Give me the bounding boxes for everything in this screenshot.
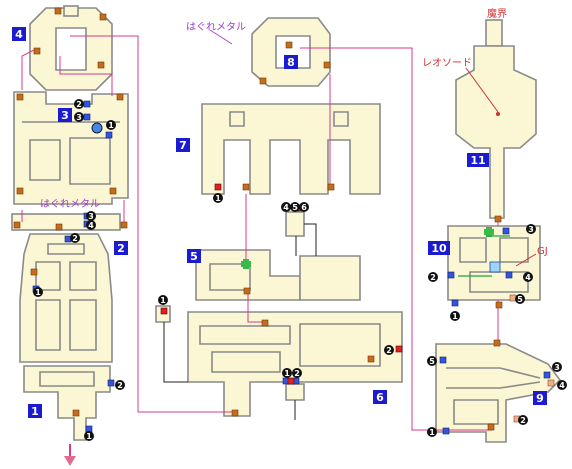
svg-text:1: 1: [429, 428, 435, 437]
marker-7-1: 1: [213, 193, 223, 203]
svg-text:2: 2: [386, 346, 392, 355]
marker-2-2: 2: [70, 233, 80, 243]
marker-6-6: 6: [299, 202, 309, 212]
marker-1-1: 1: [84, 431, 94, 441]
svg-text:5: 5: [190, 250, 198, 263]
svg-text:3: 3: [76, 113, 82, 122]
marker-6-3: 2: [384, 345, 394, 355]
svg-text:1: 1: [86, 432, 92, 441]
svg-text:3: 3: [554, 363, 560, 372]
floor-badge-10: 10: [428, 241, 450, 255]
svg-text:1: 1: [452, 312, 458, 321]
svg-text:4: 4: [15, 28, 23, 41]
marker-9-1: 1: [427, 427, 437, 437]
svg-text:11: 11: [470, 154, 485, 167]
svg-text:3: 3: [528, 225, 534, 234]
marker-6-1: 1: [282, 368, 292, 378]
marker-3-3: 3: [74, 112, 84, 122]
label-leosword: レオソード: [422, 57, 472, 69]
marker-9-5: 5: [427, 356, 437, 366]
floor-badge-2: 2: [114, 241, 128, 255]
marker-6-4: 4: [281, 202, 291, 212]
marker-3-1: 1: [106, 120, 116, 130]
marker-10-1: 1: [450, 311, 460, 321]
label-metal-slime-left: はぐれメタル: [40, 198, 100, 210]
marker-10-4: 4: [523, 272, 533, 282]
stairs-markers[interactable]: [13, 7, 503, 431]
svg-text:4: 4: [88, 221, 94, 230]
svg-text:2: 2: [520, 416, 526, 425]
svg-text:1: 1: [35, 288, 41, 297]
svg-text:1: 1: [284, 369, 290, 378]
label-gj: GJ: [537, 246, 548, 257]
marker-3-2: 2: [74, 99, 84, 109]
svg-text:8: 8: [287, 56, 295, 69]
svg-text:2: 2: [294, 369, 300, 378]
marker-1-2: 2: [115, 380, 125, 390]
marker-9-3: 3: [552, 362, 562, 372]
svg-text:4: 4: [525, 273, 531, 282]
svg-text:5: 5: [517, 295, 523, 304]
marker-5-1: 1: [158, 295, 168, 305]
label-metal-slime-top: はぐれメタル: [186, 21, 246, 33]
svg-text:2: 2: [117, 381, 123, 390]
svg-text:1: 1: [160, 296, 166, 305]
svg-text:1: 1: [31, 405, 39, 418]
marker-6-5: 5: [290, 202, 300, 212]
floor-6-area: [187, 211, 403, 417]
floor-badge-9: 9: [533, 391, 547, 405]
svg-text:5: 5: [292, 203, 298, 212]
svg-text:2: 2: [117, 242, 125, 255]
svg-text:1: 1: [108, 121, 114, 130]
marker-9-2: 2: [518, 415, 528, 425]
floor-badge-6: 6: [373, 390, 387, 404]
floor-11-area: [455, 19, 537, 219]
svg-text:2: 2: [76, 100, 82, 109]
floor-1-area: [23, 365, 111, 441]
svg-text:1: 1: [215, 194, 221, 203]
svg-text:7: 7: [179, 139, 187, 152]
floor-badge-7: 7: [176, 138, 190, 152]
floor-badge-11: 11: [467, 153, 489, 167]
svg-text:4: 4: [559, 381, 565, 390]
marker-10-5: 5: [515, 294, 525, 304]
label-makai: 魔界: [487, 7, 507, 20]
svg-text:6: 6: [301, 203, 307, 212]
floor-badge-8: 8: [284, 55, 298, 69]
marker-6-2: 2: [292, 368, 302, 378]
floor-8-area: [251, 17, 331, 87]
floor-badge-3: 3: [58, 108, 72, 122]
svg-text:2: 2: [430, 273, 436, 282]
marker-10-2: 2: [428, 272, 438, 282]
svg-text:10: 10: [431, 242, 447, 255]
floor-9-area: [435, 343, 562, 443]
svg-text:6: 6: [376, 391, 384, 404]
svg-text:2: 2: [72, 234, 78, 243]
floor-badge-1: 1: [28, 404, 42, 418]
svg-text:4: 4: [283, 203, 289, 212]
floor-10-area: [447, 225, 541, 301]
svg-text:3: 3: [88, 212, 94, 221]
floor-4-area: [29, 5, 113, 91]
svg-text:3: 3: [61, 109, 69, 122]
floor-7-area: [201, 103, 381, 195]
green-cross-icon: [241, 227, 494, 269]
marker-2-4: 4: [86, 220, 96, 230]
floor-badge-4: 4: [12, 27, 26, 41]
marker-9-4: 4: [557, 380, 567, 390]
marker-2-1: 1: [33, 287, 43, 297]
svg-text:5: 5: [429, 357, 435, 366]
svg-text:9: 9: [536, 392, 544, 405]
floor-badge-5: 5: [187, 249, 201, 263]
marker-2-3: 3: [86, 211, 96, 221]
marker-10-3: 3: [526, 224, 536, 234]
